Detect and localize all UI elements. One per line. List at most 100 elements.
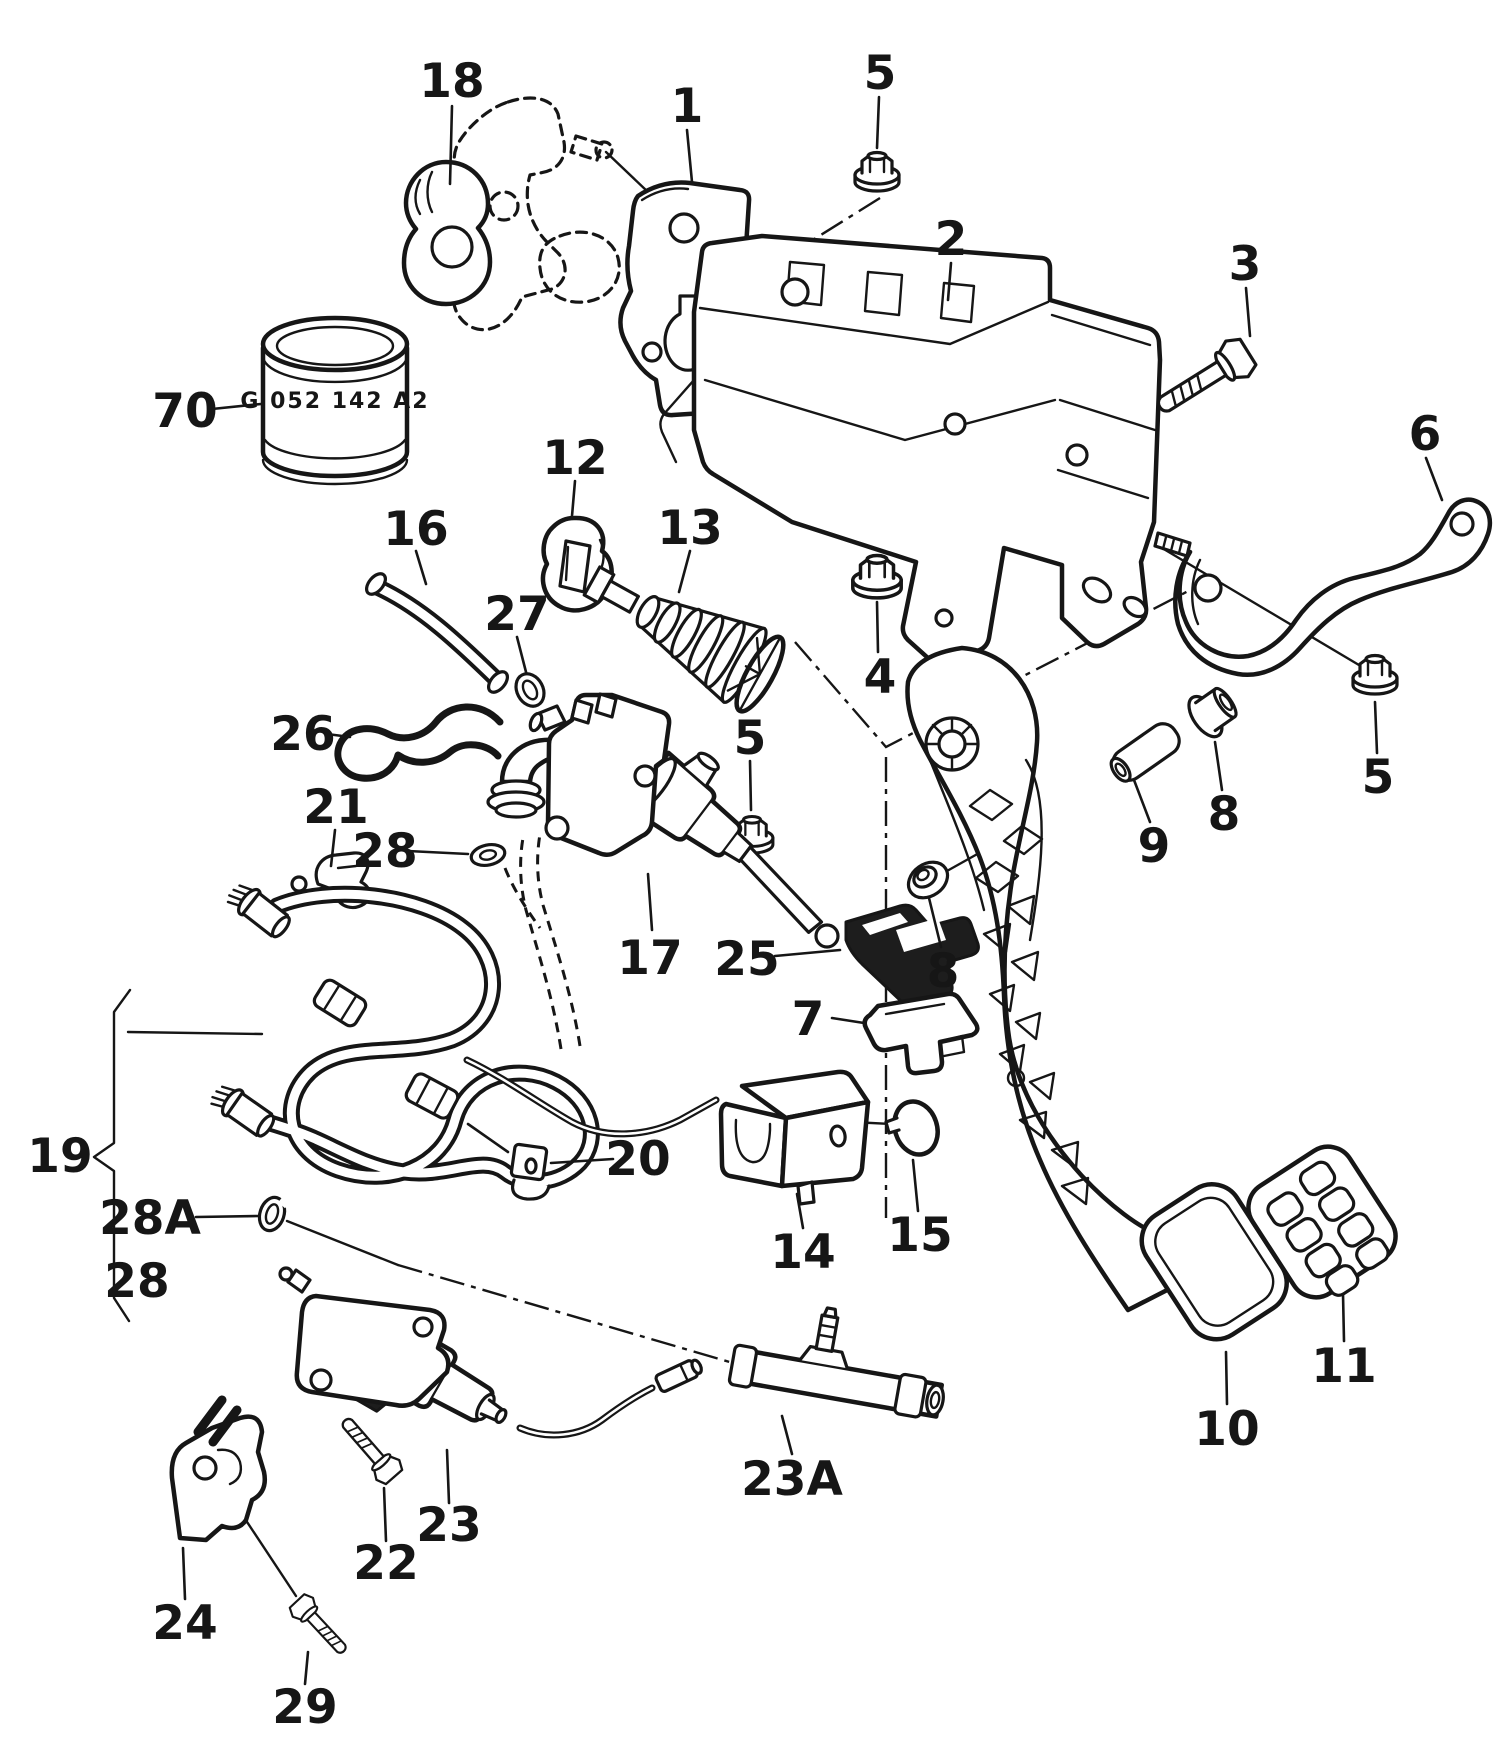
- callout-5-mid-leader: [748, 759, 753, 812]
- callout-23: 23: [416, 1448, 482, 1553]
- part-3-bolt: [1147, 332, 1261, 427]
- callout-5-top-leader: [875, 95, 881, 150]
- part-25-pushrod-fork: [844, 903, 980, 1008]
- callout-20-label: 20: [605, 1132, 670, 1187]
- callout-26-label: 26: [270, 707, 335, 762]
- callout-15-label: 15: [887, 1208, 952, 1263]
- part-23a-t-fitting: [727, 1306, 945, 1419]
- part-2-pedal-bracket: [659, 233, 1192, 666]
- part-19-hose-assembly: [206, 833, 720, 1191]
- callout-22-leader: [382, 1486, 388, 1543]
- part-23-slave-cylinder: [278, 1266, 703, 1439]
- callout-26: 26: [270, 707, 352, 762]
- callout-14-label: 14: [770, 1225, 835, 1280]
- callout-23-label: 23: [416, 1498, 481, 1553]
- callout-28-upper-label: 28: [352, 824, 417, 879]
- part-5-nut-right: [1351, 653, 1399, 696]
- callout-17-leader: [646, 872, 654, 932]
- part-18-grommet: [401, 159, 493, 307]
- callout-28-lower-label: 28: [104, 1254, 169, 1309]
- callout-5-top: 5: [864, 46, 897, 150]
- callout-28A-leader: [194, 1214, 260, 1219]
- callout-1-leader: [685, 128, 694, 184]
- callout-12-leader: [570, 479, 577, 518]
- callout-28-lower: 28: [104, 1254, 169, 1309]
- callout-4: 4: [864, 600, 896, 705]
- callout-18-leader: [448, 104, 454, 186]
- callout-20-leader: [466, 1122, 510, 1154]
- callout-29-label: 29: [272, 1680, 337, 1735]
- part-14-bracket: [718, 1069, 871, 1206]
- callout-18-label: 18: [419, 54, 484, 109]
- part-11-pedal-pad: [1246, 1144, 1398, 1300]
- callout-8-right: 8: [1208, 740, 1241, 842]
- callout-9-label: 9: [1138, 819, 1171, 874]
- callout-11: 11: [1311, 1292, 1377, 1394]
- callout-5-right-label: 5: [1362, 750, 1395, 805]
- callout-8-right-label: 8: [1208, 787, 1241, 842]
- callout-2-label: 2: [935, 212, 968, 267]
- part-28a-seal: [257, 1195, 289, 1233]
- part-16-hose: [365, 572, 509, 694]
- callout-4-leader: [875, 600, 880, 654]
- callout-12-label: 12: [542, 431, 607, 486]
- callout-23-leader: [445, 1448, 451, 1505]
- callout-5-right: 5: [1362, 700, 1395, 805]
- part-28-washer: [469, 842, 507, 868]
- callout-28-upper-leader: [406, 849, 470, 856]
- callout-23A: 23A: [741, 1414, 844, 1507]
- callout-11-leader: [1341, 1292, 1346, 1343]
- callout-1: 1: [671, 79, 703, 184]
- callout-16-label: 16: [383, 502, 448, 557]
- callout-13: 13: [657, 501, 723, 594]
- callout-16-leader: [414, 549, 428, 586]
- callout-14: 14: [770, 1192, 836, 1280]
- part-70-grease-can: G 052 142 A2: [240, 315, 429, 486]
- part-27-o-ring: [514, 672, 546, 708]
- callout-6-leader: [1424, 456, 1444, 502]
- part-4-nut: [851, 553, 903, 600]
- part-29-bolt: [285, 1590, 356, 1662]
- callout-12: 12: [542, 431, 608, 518]
- callout-70-leader: [210, 402, 263, 411]
- callout-10-leader: [1224, 1350, 1229, 1406]
- part-7-bracket-clip: [862, 991, 980, 1076]
- callout-5-top-label: 5: [864, 46, 897, 101]
- callout-7-label: 7: [792, 992, 825, 1047]
- part-13-boot: [582, 565, 786, 714]
- callout-21-leader: [329, 828, 337, 868]
- callout-6-label: 6: [1409, 407, 1442, 462]
- callout-19: 19: [27, 1129, 92, 1184]
- callout-7-leader: [830, 1016, 866, 1025]
- callout-8-left: 8: [927, 896, 959, 999]
- callout-29-leader: [303, 1650, 310, 1686]
- part-6-support-brace: [1173, 497, 1493, 678]
- callout-3: 3: [1229, 237, 1261, 338]
- callout-28-upper: 28: [352, 824, 470, 879]
- callout-5-mid: 5: [734, 711, 767, 812]
- callout-15-leader: [911, 1158, 920, 1213]
- callout-70-label: 70: [152, 384, 217, 439]
- callout-5-mid-label: 5: [734, 711, 767, 766]
- callout-25-leader: [773, 948, 842, 958]
- callout-13-label: 13: [657, 501, 722, 556]
- can-part-number: G 052 142 A2: [240, 389, 429, 414]
- group-bracket-19: [92, 988, 264, 1323]
- callout-10-label: 10: [1194, 1402, 1259, 1457]
- part-9-spacer-sleeve: [1109, 722, 1181, 783]
- callout-6: 6: [1409, 407, 1444, 502]
- callout-13-leader: [677, 549, 692, 594]
- part-26-clip: [334, 703, 504, 782]
- callout-10: 10: [1194, 1350, 1260, 1457]
- part-8-bushing-left: [906, 860, 950, 900]
- part-24-bracket: [169, 1395, 267, 1543]
- part-5-nut-top: [853, 150, 901, 193]
- callout-8-right-leader: [1213, 740, 1224, 792]
- callout-14-leader: [795, 1192, 805, 1230]
- part-8-bushing-right: [1187, 686, 1238, 739]
- callout-18: 18: [419, 54, 485, 186]
- callout-2: 2: [935, 212, 968, 302]
